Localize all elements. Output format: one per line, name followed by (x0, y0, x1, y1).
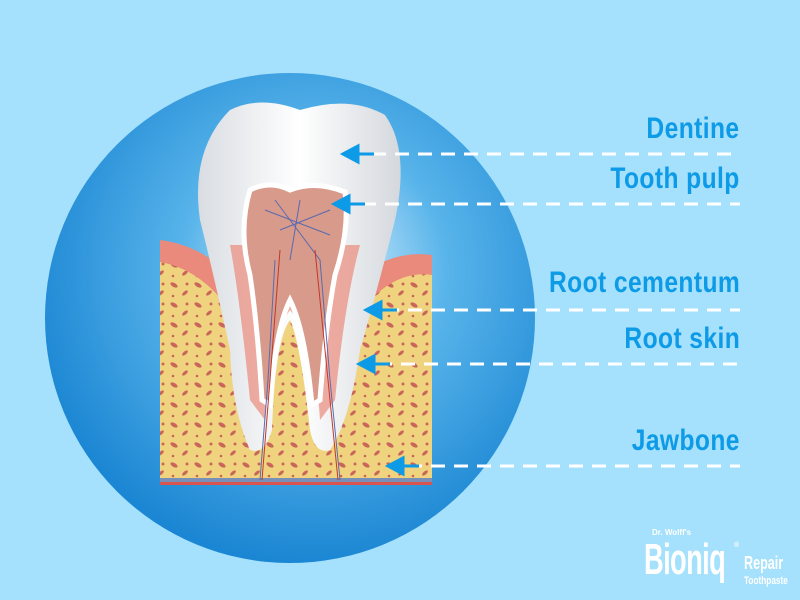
tooth (198, 102, 401, 481)
label-root-cementum: Root cementum (548, 266, 740, 299)
logo-line2: Toothpaste (744, 575, 788, 587)
logo-registered: ® (734, 542, 740, 549)
logo-prefix: Dr. Wolff's (652, 528, 692, 537)
bioniq-logo: Dr. Wolff's Bioniq ® Repair Toothpaste (644, 528, 800, 598)
arrows (330, 143, 419, 477)
label-jawbone: Jawbone (631, 424, 740, 457)
label-tooth-pulp: Tooth pulp (610, 162, 740, 195)
leader-lines (362, 152, 740, 468)
logo-brand: Bioniq (644, 535, 726, 584)
label-root-skin: Root skin (624, 322, 740, 355)
label-dentine: Dentine (646, 112, 740, 145)
logo-line1: Repair (744, 553, 784, 573)
